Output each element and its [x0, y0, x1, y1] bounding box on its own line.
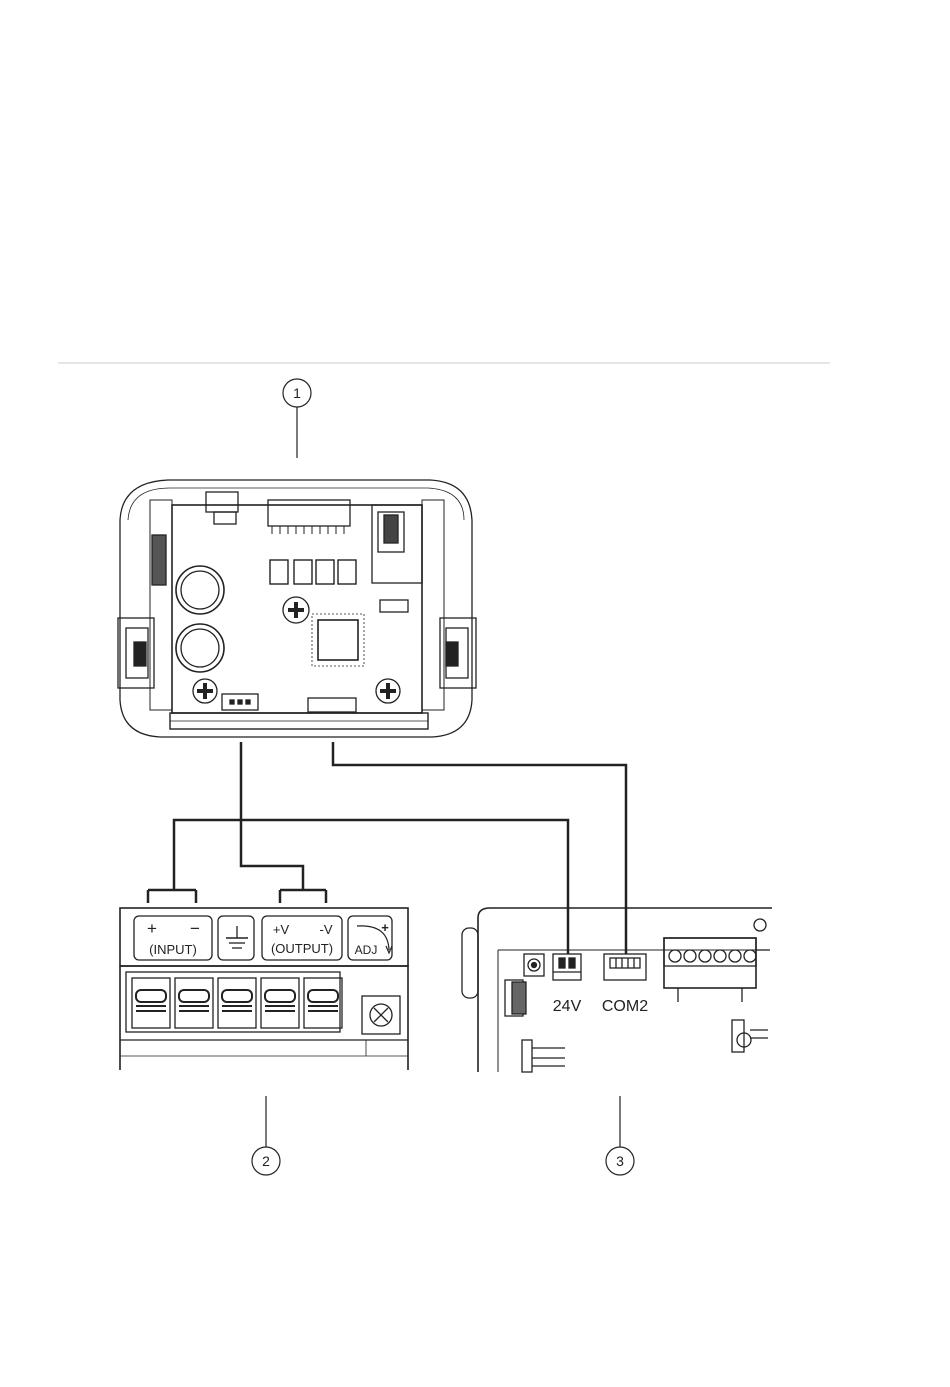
interface-module [118, 480, 476, 737]
pcb-connector-bottom [308, 698, 356, 712]
left-clip [118, 618, 154, 688]
power-supply [120, 908, 408, 1070]
input-minus-label: − [190, 919, 200, 938]
screw-bottom-left [193, 679, 217, 703]
connector-24v [553, 954, 581, 980]
screw-top-center [283, 597, 309, 623]
output-label: (OUTPUT) [271, 941, 333, 956]
screw-bottom-right [376, 679, 400, 703]
output-plus-label: +V [273, 922, 290, 937]
terminal-block-6 [664, 938, 770, 1002]
top-connector [268, 500, 350, 526]
input-plus-label: + [147, 919, 157, 938]
callout-1: 1 [283, 379, 311, 458]
wire-com2 [333, 742, 626, 954]
adj-label: ADJ [355, 943, 378, 957]
wire-output [241, 742, 303, 890]
callout-3-number: 3 [616, 1153, 624, 1169]
led-component [732, 1020, 768, 1052]
connector-com2 [604, 954, 646, 980]
callout-3: 3 [606, 1096, 634, 1175]
adj-plus-label: + [381, 920, 389, 935]
output-minus-label: -V [320, 922, 333, 937]
callout-2-number: 2 [262, 1153, 270, 1169]
microcontroller-chip [312, 614, 364, 666]
terminal-screws [132, 978, 342, 1028]
callout-2: 2 [252, 1096, 280, 1175]
capacitor-top [176, 566, 224, 614]
adjust-potentiometer [362, 996, 400, 1034]
label-24v: 24V [553, 998, 582, 1015]
input-label: (INPUT) [149, 942, 197, 957]
power-supply-labels: + − (INPUT) +V -V (OUTPUT) ADJ + [147, 919, 389, 957]
controller-board [462, 908, 772, 1072]
label-com2: COM2 [602, 998, 648, 1015]
callout-1-number: 1 [293, 385, 301, 401]
wire-input [174, 820, 568, 954]
capacitor-bottom [176, 624, 224, 672]
right-clip [440, 618, 476, 688]
